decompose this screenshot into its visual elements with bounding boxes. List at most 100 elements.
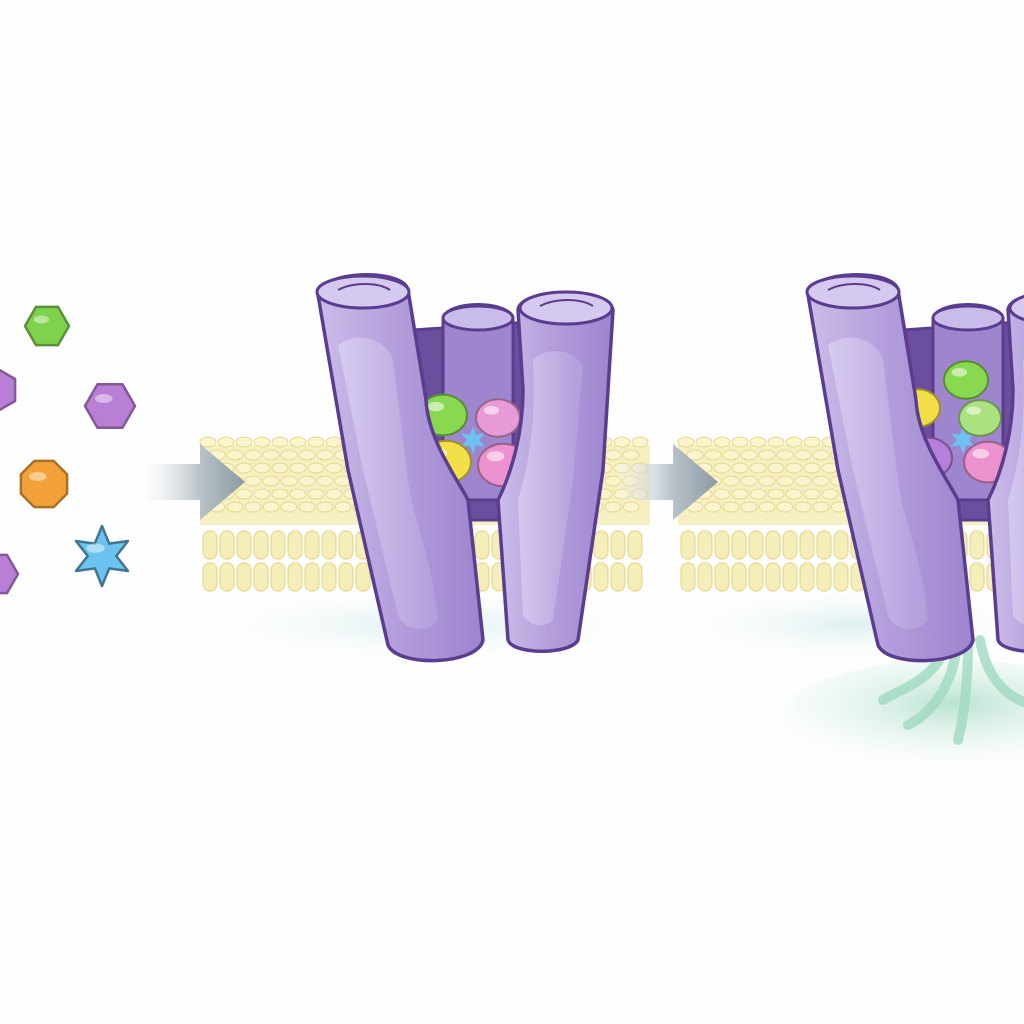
lipid-side-head [816,562,832,592]
channel-right-subunit-top [1008,294,1024,322]
green-hexagon-ligand-icon [23,305,71,347]
lipid-head [794,475,812,487]
lipid-head [713,488,731,500]
lipid-head [604,501,622,513]
blue-star-ligand-icon [74,524,130,588]
lipid-head [235,462,253,474]
bound-particle [958,399,1002,437]
lipid-head [731,436,749,448]
arrow-group [145,444,718,520]
lipid-head [713,436,731,448]
lipid-head [622,449,640,461]
lipid-head [758,475,776,487]
lipid-side-head [680,562,696,592]
lipid-head [271,488,289,500]
lipid-head [794,501,812,513]
lipid-head [767,488,785,500]
lipid-side-head [969,530,985,560]
lipid-head [244,449,262,461]
channel-group [315,273,1024,770]
lipid-head [235,436,253,448]
lipid-head [677,436,695,448]
purple-hexagon-ligand-icon [0,368,17,412]
channel-right-highlight [1008,359,1024,625]
lipid-head [740,449,758,461]
process-arrow-2 [618,444,718,520]
lipid-head [244,475,262,487]
lipid-head [262,475,280,487]
lipid-head [289,462,307,474]
purple-hexagon-ligand-icon [0,553,20,595]
bound-particle [475,398,521,438]
lipid-side-head [474,530,490,560]
lipid-side-head [765,562,781,592]
lipid-side-head [833,562,849,592]
lipid-head [749,436,767,448]
lipid-side-head [782,530,798,560]
channel-back-subunit-top [441,304,515,332]
lipid-side-head [287,562,303,592]
lipid-side-head [833,530,849,560]
channel-top-groove [337,283,391,291]
ligand-highlight [86,543,105,553]
lipid-side-head [287,530,303,560]
process-arrow-1 [145,444,245,520]
lipid-head [280,501,298,513]
lipid-side-head [816,530,832,560]
lipid-head [731,488,749,500]
ion-channel-2 [783,273,1024,770]
lipid-side-head [202,530,218,560]
lipid-head [704,449,722,461]
lipid-head [686,449,704,461]
lipid-head [767,436,785,448]
ligand-highlight [33,315,50,324]
lipid-side-head [697,530,713,560]
lipid-head [731,462,749,474]
lipid-side-head [202,562,218,592]
channel-right-subunit-top [518,290,614,326]
lipid-head [776,501,794,513]
ligand-group [0,305,137,595]
lipid-head [749,488,767,500]
bound-particle-highlight [483,405,500,415]
lipid-head [758,501,776,513]
lipid-head [244,501,262,513]
lipid-head [307,436,325,448]
lipid-head [325,488,343,500]
lipid-side-head [270,530,286,560]
lipid-head [803,488,821,500]
lipid-head [289,436,307,448]
channel-left-highlight [338,337,438,630]
lipid-head [271,462,289,474]
blue-star-bound-icon [950,426,976,454]
signal-tendril [953,635,973,745]
lipid-side-head [236,562,252,592]
lipid-head [235,488,253,500]
lipid-side-head [627,530,643,560]
lipid-side-head [593,530,609,560]
lipid-side-head [799,530,815,560]
lipid-head [758,449,776,461]
lipid-head [316,475,334,487]
lipid-head [722,501,740,513]
orange-octagon-ligand-icon [19,459,69,509]
lipid-side-head [782,562,798,592]
lipid-head [334,501,352,513]
lipid-head [307,488,325,500]
lipid-head [298,449,316,461]
lipid-head [280,475,298,487]
lipid-head [325,462,343,474]
lipid-head [622,501,640,513]
lipid-side-head [304,530,320,560]
lipid-head [226,449,244,461]
lipid-head [271,436,289,448]
lipid-head [722,475,740,487]
lipid-head [794,449,812,461]
blue-star-bound-icon [460,426,486,454]
lipid-head [307,462,325,474]
lipid-head [812,475,830,487]
lipid-side-head [219,562,235,592]
lipid-side-head [714,562,730,592]
